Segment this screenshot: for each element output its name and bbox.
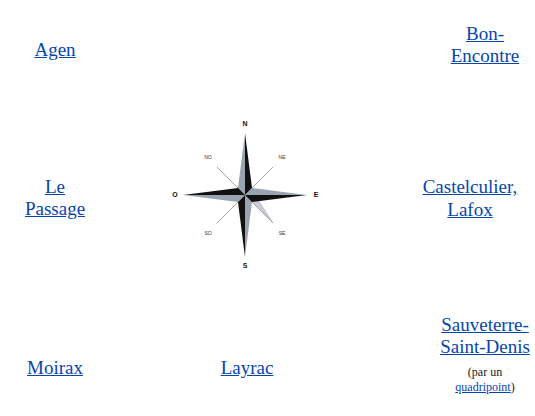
compass-letter: SO (204, 230, 211, 236)
note-link: quadripoint (455, 380, 510, 394)
note-text: (par un (468, 365, 502, 379)
note: (par un quadripoint) (437, 365, 533, 395)
commune-link: Moirax (27, 357, 83, 379)
commune-link: Sauveterre-Saint-Denis (429, 314, 535, 358)
commune-link: Castelculier, (423, 176, 518, 198)
commune-link: Agen (34, 39, 75, 61)
compass-letter: O (172, 191, 177, 199)
note-text: ) (511, 380, 515, 394)
compass-letter: NE (279, 154, 286, 160)
commune-link: Le Passage (15, 176, 95, 220)
commune-link: Lafox (447, 199, 492, 221)
compass-letter: N (242, 120, 247, 128)
compass-letter: NO (204, 154, 212, 160)
compass-letter: S (243, 262, 248, 270)
commune-link: Bon-Encontre (440, 23, 530, 67)
commune-link: Layrac (221, 357, 274, 379)
compass-letter: SE (279, 230, 286, 236)
compass-letter: E (314, 191, 319, 199)
